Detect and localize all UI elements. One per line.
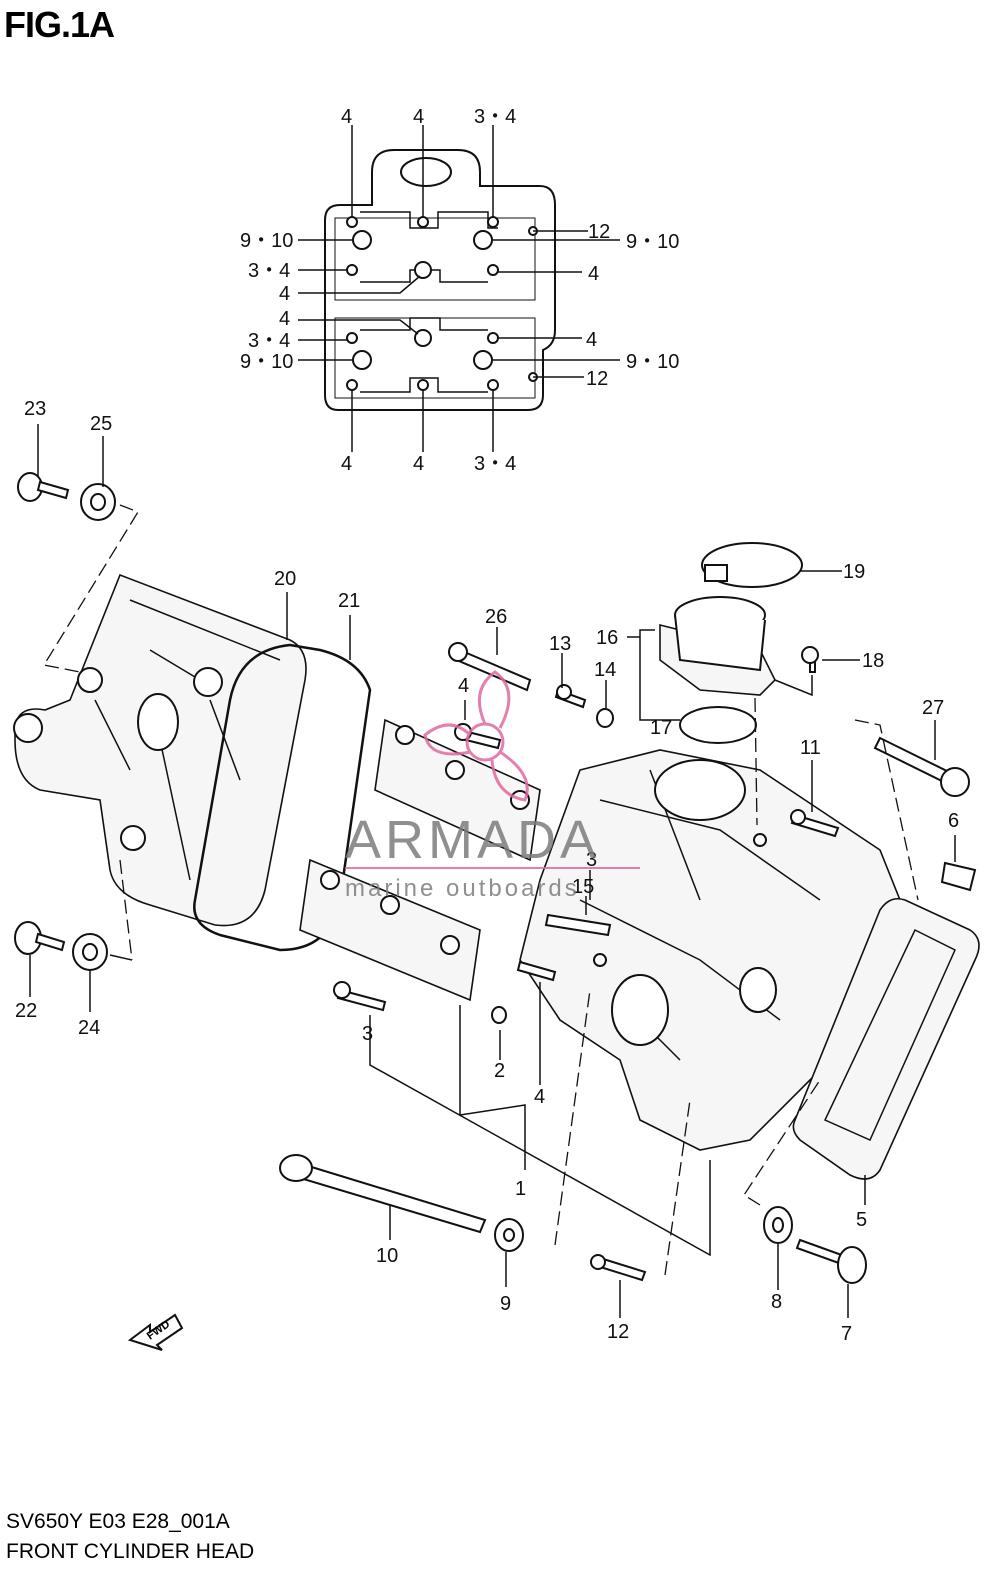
figure-label: FIG.1A	[4, 4, 115, 45]
inset-callout-right-5: 9・10	[626, 351, 679, 373]
intake-pipe	[659, 596, 776, 744]
hose-clamp	[701, 542, 803, 588]
inset-callout-bottom-3: 3・4	[474, 453, 516, 475]
callout-10: 10	[376, 1245, 398, 1267]
callout-23: 23	[24, 398, 46, 420]
callout-12: 12	[607, 1321, 629, 1343]
callout-24: 24	[78, 1017, 100, 1039]
callout-labels: 23 25 20 21 26 13 14 16 17 19 18 27 11 6…	[15, 398, 959, 1345]
callout-3: 3	[362, 1023, 373, 1045]
callout-27: 27	[922, 697, 944, 719]
inset-callout-right-1: 12	[588, 221, 610, 243]
side-gasket	[792, 897, 980, 1180]
armada-watermark: ARMADA marine outboards	[345, 670, 640, 902]
inset-callout-left-6: 9・10	[240, 351, 293, 373]
drawing-title: FRONT CYLINDER HEAD	[6, 1540, 255, 1563]
callout-26: 26	[485, 606, 507, 628]
inset-callout-right-2: 9・10	[626, 231, 679, 253]
fwd-arrow-icon: FWD	[127, 1313, 184, 1351]
callout-14: 14	[594, 659, 616, 681]
callout-25: 25	[90, 413, 112, 435]
callout-9: 9	[500, 1293, 511, 1315]
callout-7: 7	[841, 1323, 852, 1345]
callout-2: 2	[494, 1060, 505, 1082]
inset-callout-top-1: 4	[341, 106, 352, 128]
watermark-brand: ARMADA	[345, 810, 600, 870]
callout-22: 22	[15, 1000, 37, 1022]
inset-callout-left-3: 4	[279, 283, 290, 305]
callout-4a: 4	[458, 675, 469, 697]
callout-19: 19	[843, 561, 865, 583]
callout-15: 15	[572, 876, 594, 898]
callout-21: 21	[338, 590, 360, 612]
callout-13: 13	[549, 633, 571, 655]
cover-gasket	[193, 643, 372, 952]
leader-lines	[29, 424, 956, 1318]
callout-18: 18	[862, 650, 884, 672]
cylinder-head-cover	[13, 573, 307, 927]
callout-6: 6	[948, 810, 959, 832]
callout-8: 8	[771, 1291, 782, 1313]
inset-callout-left-2: 3・4	[248, 260, 290, 282]
callout-17: 17	[650, 717, 672, 739]
head-bolt	[279, 1154, 487, 1234]
inset-callout-right-6: 12	[586, 368, 608, 390]
camshaft-holders	[299, 718, 541, 1002]
inset-callout-right-3: 4	[588, 263, 599, 285]
small-fasteners	[14, 472, 977, 1284]
inset-callout-bottom-1: 4	[341, 453, 352, 475]
inset-callout-top-2: 4	[413, 106, 424, 128]
inset-callout-bottom-2: 4	[413, 453, 424, 475]
callout-16: 16	[596, 627, 618, 649]
inset-callout-right-4: 4	[586, 329, 597, 351]
callout-11: 11	[800, 737, 821, 759]
watermark-tagline: marine outboards	[345, 875, 580, 902]
propeller-logo-icon	[423, 670, 529, 802]
bolt-pattern-inset: 4 4 3・4 9・10 3・4 4 4 3・4 9・10 12 9・10 4 …	[240, 106, 679, 475]
inset-callout-left-1: 9・10	[240, 230, 293, 252]
callout-20: 20	[274, 568, 296, 590]
inset-callout-left-4: 4	[279, 308, 290, 330]
callout-3b: 3	[586, 849, 597, 871]
drawing-code: SV650Y E03 E28_001A	[6, 1510, 230, 1533]
cylinder-head	[519, 749, 901, 1151]
inset-callout-top-3: 3・4	[474, 106, 516, 128]
callout-1: 1	[515, 1178, 526, 1200]
inset-callout-left-5: 3・4	[248, 330, 290, 352]
callout-4b: 4	[534, 1086, 545, 1108]
callout-5: 5	[856, 1209, 867, 1231]
